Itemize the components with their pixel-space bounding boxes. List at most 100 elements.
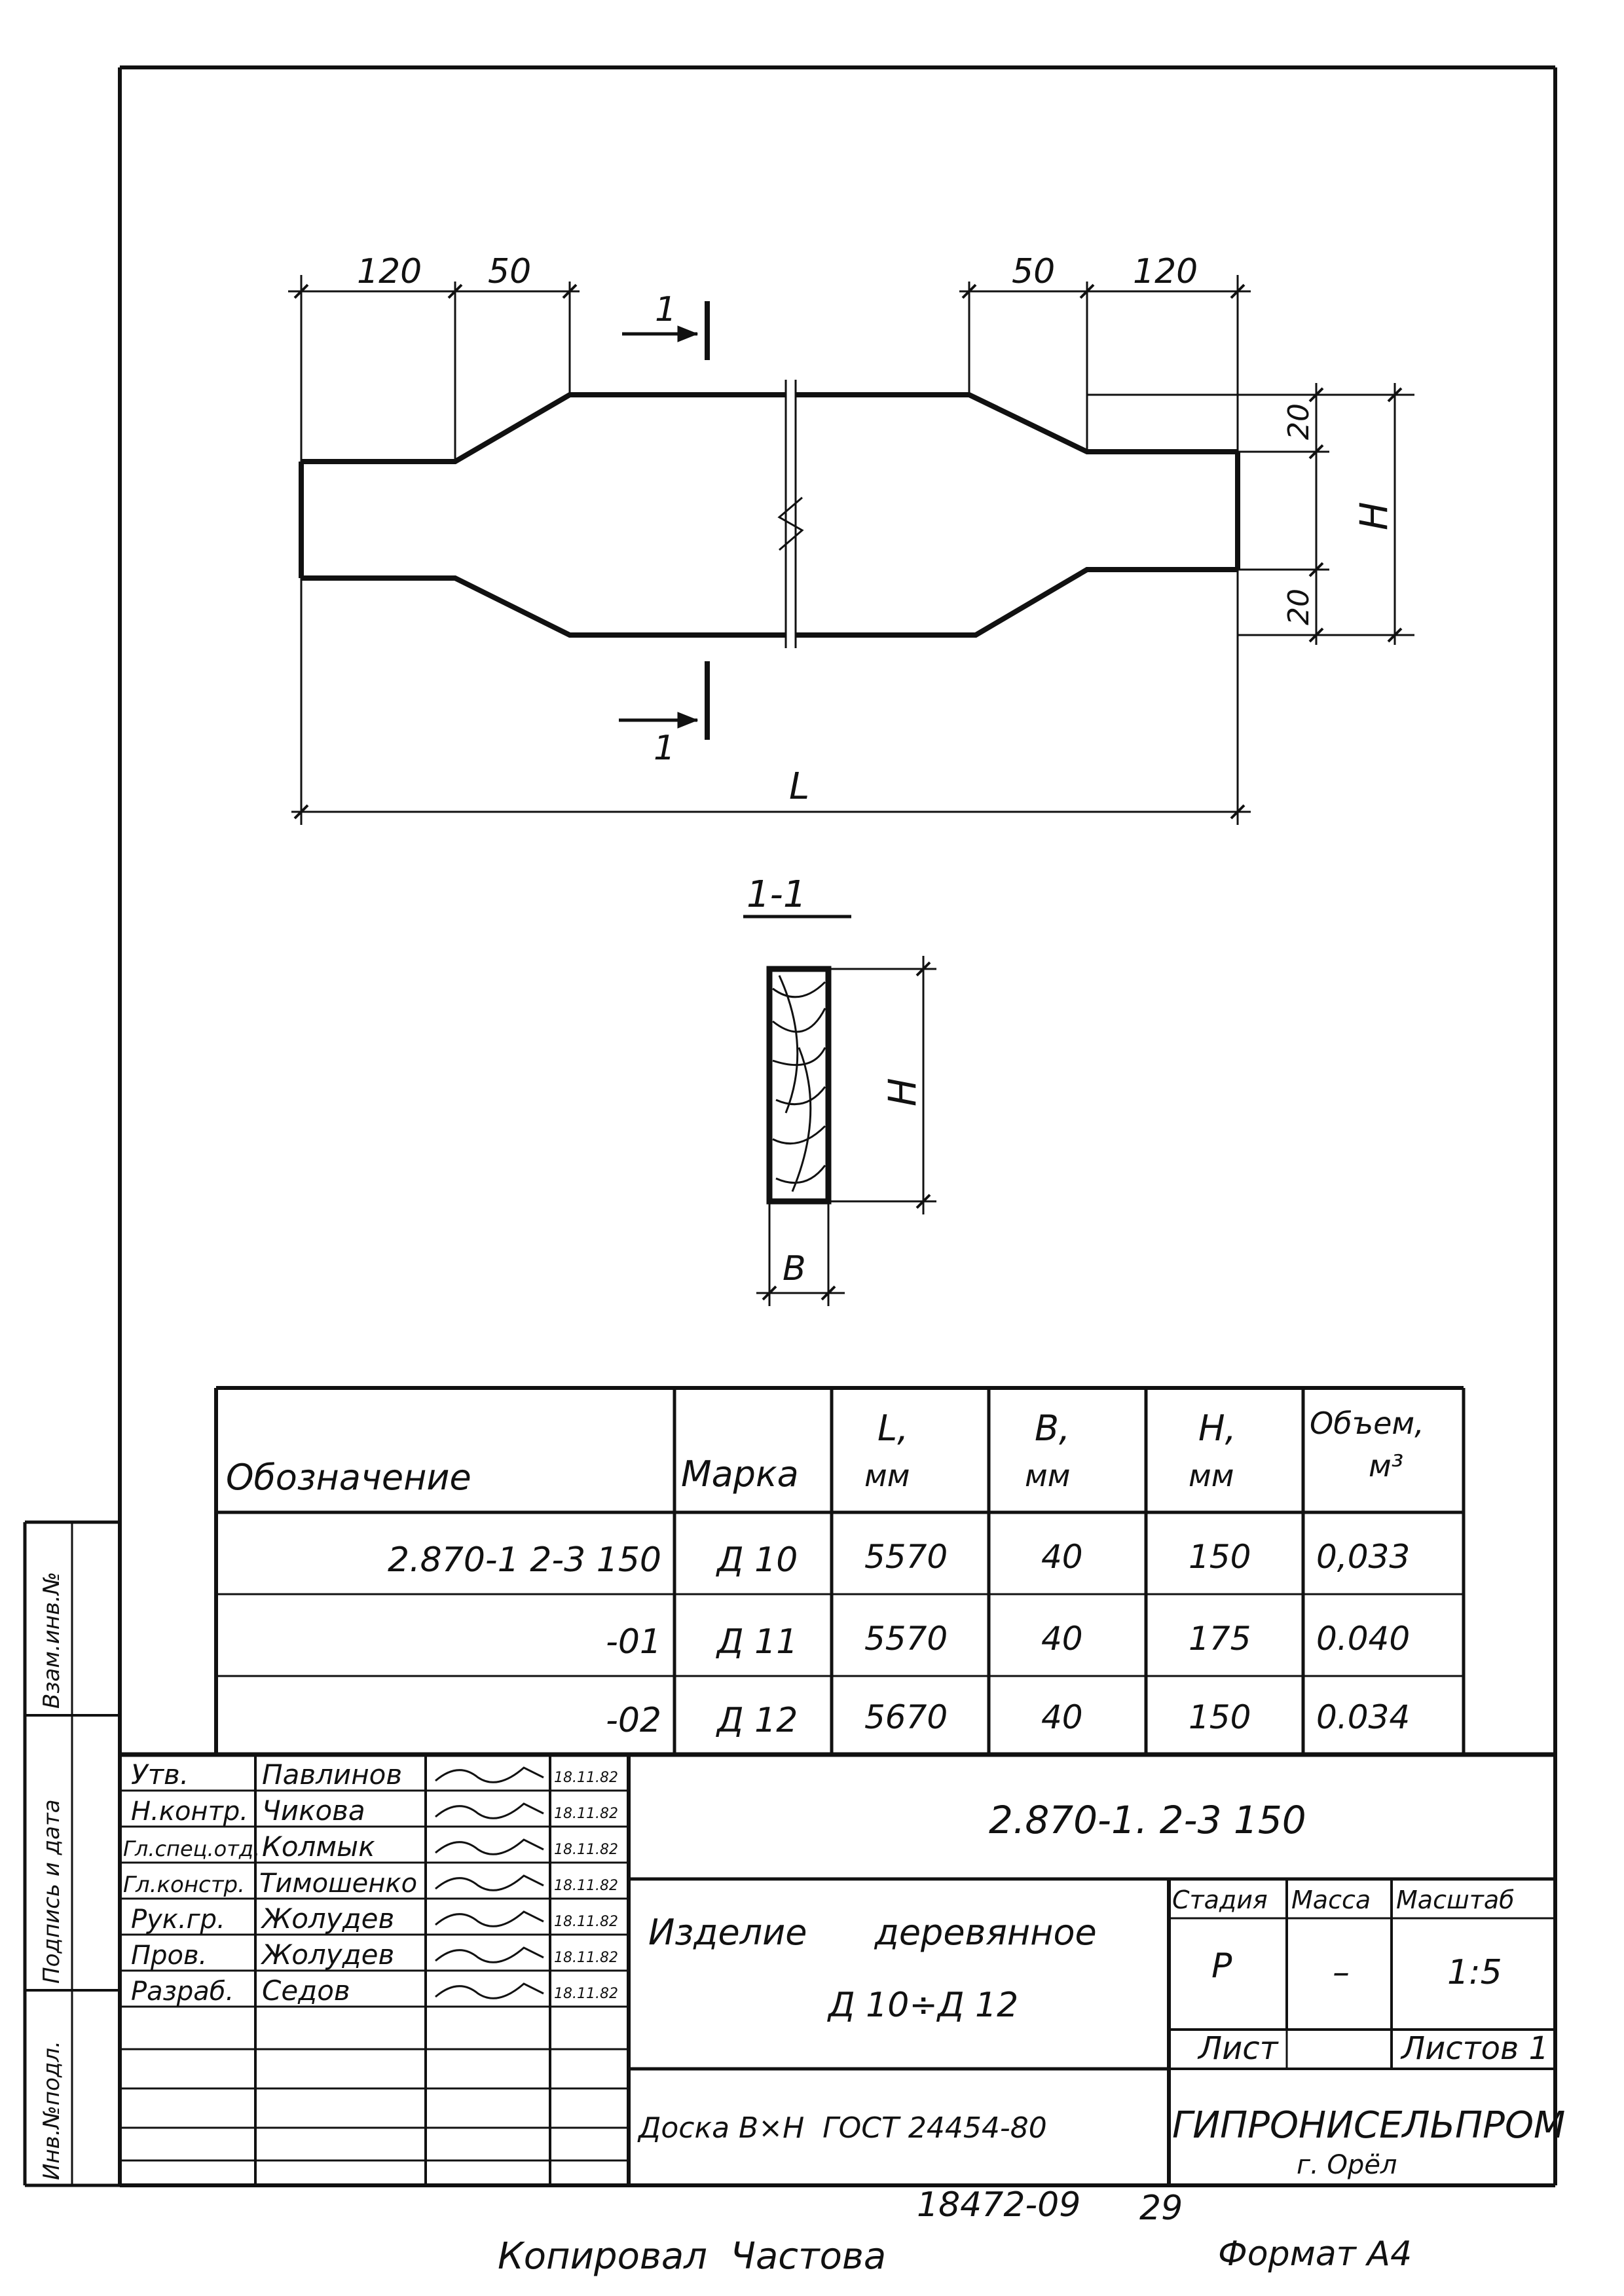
cell-designation: -02 <box>606 1701 661 1740</box>
cell-designation: -01 <box>606 1622 661 1662</box>
th-H-unit: мм <box>1189 1458 1234 1493</box>
th-L-unit: мм <box>864 1458 910 1493</box>
signer-name: Седов <box>262 1975 350 2007</box>
cell-L: 5570 <box>864 1620 948 1658</box>
signer-name: Жолудев <box>260 1903 394 1935</box>
scale-value: 1:5 <box>1447 1953 1502 1992</box>
table-row: 2.870-1 2-3 150 Д 10 5570 40 150 0,033 <box>388 1538 1410 1580</box>
signer-name: Павлинов <box>262 1758 402 1791</box>
cut-mark-bottom: 1 <box>654 729 675 768</box>
cell-mark: Д 10 <box>716 1540 798 1580</box>
cell-volume: 0.034 <box>1316 1698 1410 1736</box>
signer-role: Рук.гр. <box>131 1904 225 1935</box>
cell-B: 40 <box>1041 1698 1083 1736</box>
signature <box>435 1802 544 1819</box>
cell-H: 175 <box>1189 1620 1251 1658</box>
cell-mark: Д 11 <box>716 1622 798 1662</box>
table-row: -01 Д 11 5570 40 175 0.040 <box>606 1620 1410 1662</box>
page-number: 29 <box>1139 2189 1183 2228</box>
signer-role: Разраб. <box>131 1977 234 2007</box>
scale-header: Масштаб <box>1396 1886 1515 1914</box>
signer-date: 18.11.82 <box>554 1950 618 1966</box>
signature <box>435 1982 544 1999</box>
spec-table: Обозначение Марка L, мм B, мм H, мм Объе… <box>214 1386 1466 1755</box>
item-title-line1: Изделие деревянное <box>648 1912 1097 1953</box>
th-H: H, <box>1198 1408 1236 1449</box>
cell-designation: 2.870-1 2-3 150 <box>388 1540 661 1580</box>
signature <box>435 1874 544 1891</box>
table-row: -02 Д 12 5670 40 150 0.034 <box>606 1698 1410 1740</box>
cell-L: 5570 <box>864 1538 948 1576</box>
signer-row: Разраб. Седов 18.11.82 <box>131 1975 618 2007</box>
th-B-unit: мм <box>1025 1458 1070 1493</box>
section-title: 1-1 <box>747 873 806 916</box>
footer: Копировал Частова 18472-09 29 Формат А4 <box>498 2185 1412 2278</box>
signer-date: 18.11.82 <box>554 1770 618 1786</box>
section-1-1: 1-1 H B <box>743 873 936 1306</box>
th-designation: Обозначение <box>226 1457 471 1498</box>
section-height-label: H <box>880 1078 925 1106</box>
signer-date: 18.11.82 <box>554 1914 618 1930</box>
signer-role: Н.контр. <box>131 1796 248 1827</box>
th-B: B, <box>1035 1408 1070 1449</box>
item-title-line2: Д 10÷Д 12 <box>827 1986 1018 2025</box>
dim-top-left-120: 120 <box>357 252 422 291</box>
cell-L: 5670 <box>864 1698 948 1736</box>
signer-date: 18.11.82 <box>554 1806 618 1822</box>
margin-vzam-inv: Взам.инв.№ <box>39 1572 65 1709</box>
cut-mark-top: 1 <box>655 290 676 329</box>
archive-number: 18472-09 <box>917 2185 1080 2225</box>
copied-by: Копировал Частова <box>498 2235 886 2278</box>
section-width-label: B <box>783 1249 806 1288</box>
cell-B: 40 <box>1041 1538 1083 1576</box>
stage-value: Р <box>1211 1946 1232 1986</box>
signer-row: Гл.констр. Тимошенко 18.11.82 <box>123 1868 618 1899</box>
dim-top-left-50: 50 <box>488 252 531 291</box>
title-block: Утв. Павлинов 18.11.82 Н.контр. Чикова 1… <box>120 1752 1565 2185</box>
signer-row: Рук.гр. Жолудев 18.11.82 <box>131 1903 618 1935</box>
signer-row: Гл.спец.отд. Колмык 18.11.82 <box>123 1831 618 1863</box>
signer-role: Гл.констр. <box>123 1872 245 1898</box>
cell-B: 40 <box>1041 1620 1083 1658</box>
signer-name: Чикова <box>262 1795 365 1827</box>
dim-top-right-50: 50 <box>1012 252 1055 291</box>
cell-mark: Д 12 <box>716 1701 798 1740</box>
material-line: Доска B×H ГОСТ 24454-80 <box>637 2111 1047 2145</box>
plank-elevation: 120 50 50 120 20 20 H L 1 1 <box>288 252 1414 825</box>
signature <box>435 1766 544 1783</box>
sheet-label: Лист <box>1197 2030 1280 2067</box>
signature <box>435 1910 544 1927</box>
dim-right-H: H <box>1352 501 1396 530</box>
margin-inv-podl: Инв.№подл. <box>39 2041 65 2180</box>
signer-date: 18.11.82 <box>554 1878 618 1894</box>
signer-name: Тимошенко <box>259 1868 417 1899</box>
signer-role: Утв. <box>131 1758 189 1791</box>
mass-value: – <box>1333 1953 1350 1992</box>
signer-row: Н.контр. Чикова 18.11.82 <box>131 1795 618 1827</box>
dim-right-20-top: 20 <box>1282 403 1316 440</box>
dim-bottom-L: L <box>789 765 809 808</box>
org-city: г. Орёл <box>1297 2150 1397 2180</box>
dim-right-20-bottom: 20 <box>1282 589 1316 625</box>
th-L: L, <box>877 1408 908 1449</box>
signer-row: Утв. Павлинов 18.11.82 <box>131 1758 618 1791</box>
sheet-frame <box>118 65 1557 2187</box>
sheets-label: Листов 1 <box>1400 2030 1549 2067</box>
th-volume-unit: м³ <box>1369 1448 1403 1484</box>
paper-format: Формат А4 <box>1218 2234 1412 2274</box>
signer-date: 18.11.82 <box>554 1842 618 1858</box>
signer-name: Колмык <box>262 1831 375 1863</box>
cell-volume: 0,033 <box>1316 1538 1410 1576</box>
left-margin-strip: Взам.инв.№ Подпись и дата Инв.№подл. <box>23 1520 120 2187</box>
dim-top-right-120: 120 <box>1133 252 1198 291</box>
signer-name: Жолудев <box>260 1939 394 1971</box>
cell-H: 150 <box>1189 1538 1251 1576</box>
signer-role: Пров. <box>131 1941 207 1971</box>
th-volume: Объем, <box>1310 1406 1424 1441</box>
margin-podpis-data: Подпись и дата <box>39 1799 65 1984</box>
signature <box>435 1946 544 1963</box>
cell-H: 150 <box>1189 1698 1251 1736</box>
th-mark: Марка <box>681 1453 799 1495</box>
mass-header: Масса <box>1291 1886 1371 1914</box>
